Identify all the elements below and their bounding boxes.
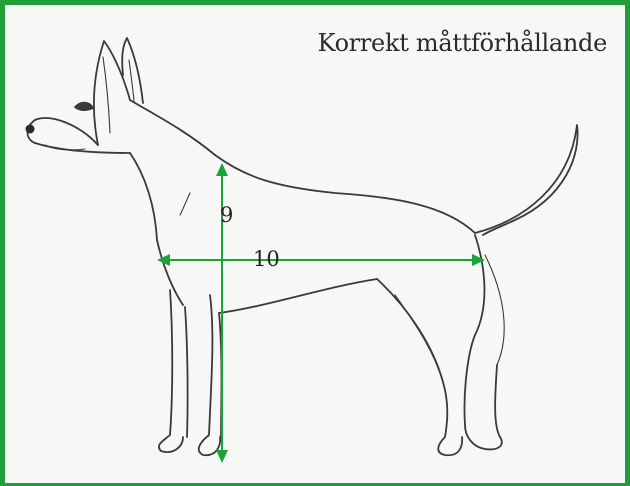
height-measure-label: 9 xyxy=(220,203,234,227)
dog-sketch xyxy=(25,37,579,463)
diagram-title: Korrekt måttförhållande xyxy=(317,29,608,57)
length-measure-label: 10 xyxy=(253,247,280,271)
